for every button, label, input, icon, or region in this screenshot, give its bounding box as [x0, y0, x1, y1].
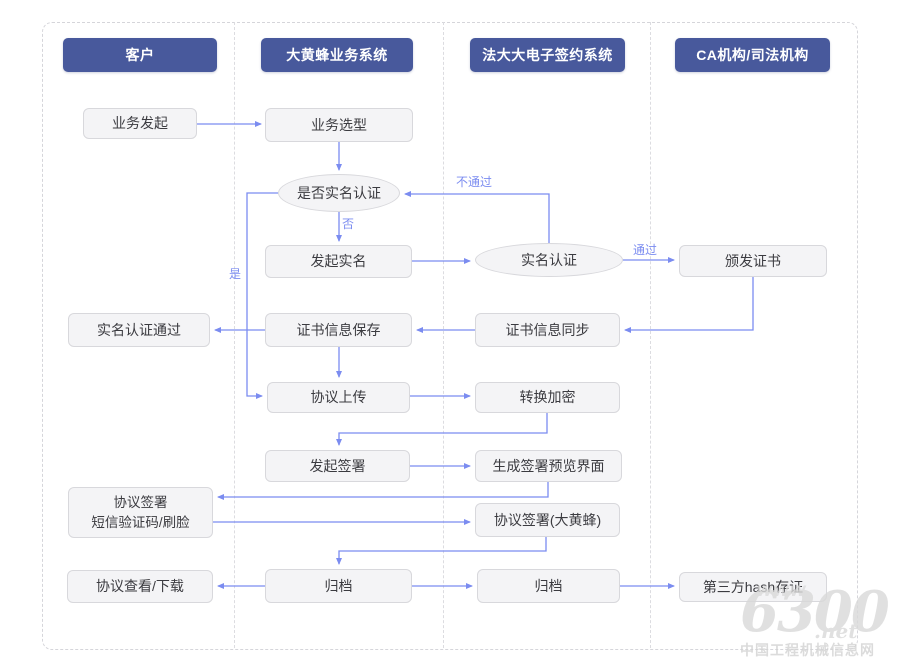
node-decision-realname: 是否实名认证 — [278, 174, 400, 212]
node-generate-preview-label: 生成签署预览界面 — [492, 457, 605, 474]
node-business-select: 业务选型 — [265, 108, 413, 142]
node-convert-encrypt-label: 转换加密 — [519, 389, 576, 406]
node-decision-realname-label: 是否实名认证 — [297, 184, 381, 201]
node-agreement-view-download-label: 协议查看/下载 — [96, 578, 184, 595]
node-initiate-realname: 发起实名 — [265, 245, 412, 278]
node-realname-passed: 实名认证通过 — [68, 313, 210, 347]
node-cert-save: 证书信息保存 — [265, 313, 412, 347]
node-cert-sync-label: 证书信息同步 — [505, 321, 590, 338]
lane-header-fadada-system: 法大大电子签约系统 — [470, 38, 625, 72]
node-business-select-label: 业务选型 — [311, 116, 367, 133]
node-thirdparty-hash: 第三方hash存证 — [679, 572, 827, 602]
lane-header-hornet-label: 大黄蜂业务系统 — [286, 47, 388, 63]
node-agreement-upload: 协议上传 — [267, 382, 410, 413]
node-archive-hornet: 归档 — [265, 569, 412, 603]
node-agreement-sign-sms-label: 协议签署 短信验证码/刷脸 — [91, 494, 190, 530]
edge-label-yes: 是 — [229, 267, 242, 281]
node-agreement-sign-hornet-label: 协议签署(大黄蜂) — [493, 511, 602, 528]
lane-separator-2 — [443, 22, 444, 648]
node-convert-encrypt: 转换加密 — [475, 382, 620, 413]
edge-label-fail: 不通过 — [456, 175, 493, 189]
node-realname-passed-label: 实名认证通过 — [97, 321, 181, 338]
node-initiate-realname-label: 发起实名 — [310, 253, 367, 270]
node-agreement-upload-label: 协议上传 — [310, 389, 367, 406]
node-initiate-sign-label: 发起签署 — [309, 457, 366, 474]
node-issue-cert: 颁发证书 — [679, 245, 827, 277]
edge-label-no: 否 — [342, 217, 355, 231]
lane-header-hornet-system: 大黄蜂业务系统 — [261, 38, 413, 72]
lane-header-customer-label: 客户 — [125, 47, 155, 63]
node-agreement-sign-hornet: 协议签署(大黄蜂) — [475, 503, 620, 537]
lane-separator-1 — [234, 22, 235, 648]
node-thirdparty-hash-label: 第三方hash存证 — [702, 578, 804, 595]
node-cert-sync: 证书信息同步 — [475, 313, 620, 347]
node-archive-hornet-label: 归档 — [324, 577, 353, 594]
node-realname-verify: 实名认证 — [475, 243, 623, 277]
lane-header-ca-label: CA机构/司法机构 — [696, 47, 809, 63]
node-realname-verify-label: 实名认证 — [521, 251, 577, 268]
node-agreement-view-download: 协议查看/下载 — [67, 570, 213, 603]
node-initiate-sign: 发起签署 — [265, 450, 410, 482]
node-archive-fadada-label: 归档 — [534, 577, 563, 594]
swimlane-frame — [42, 22, 858, 650]
node-cert-save-label: 证书信息保存 — [296, 321, 381, 338]
lane-separator-3 — [650, 22, 651, 648]
node-issue-cert-label: 颁发证书 — [725, 252, 781, 269]
node-business-start: 业务发起 — [83, 108, 197, 139]
lane-header-customer: 客户 — [63, 38, 217, 72]
lane-header-ca-judicial: CA机构/司法机构 — [675, 38, 830, 72]
node-agreement-sign-sms: 协议签署 短信验证码/刷脸 — [68, 487, 213, 538]
node-generate-preview: 生成签署预览界面 — [475, 450, 622, 482]
node-business-start-label: 业务发起 — [112, 115, 168, 132]
lane-header-fadada-label: 法大大电子签约系统 — [482, 47, 613, 63]
edge-label-pass: 通过 — [633, 243, 658, 257]
node-archive-fadada: 归档 — [477, 569, 620, 603]
